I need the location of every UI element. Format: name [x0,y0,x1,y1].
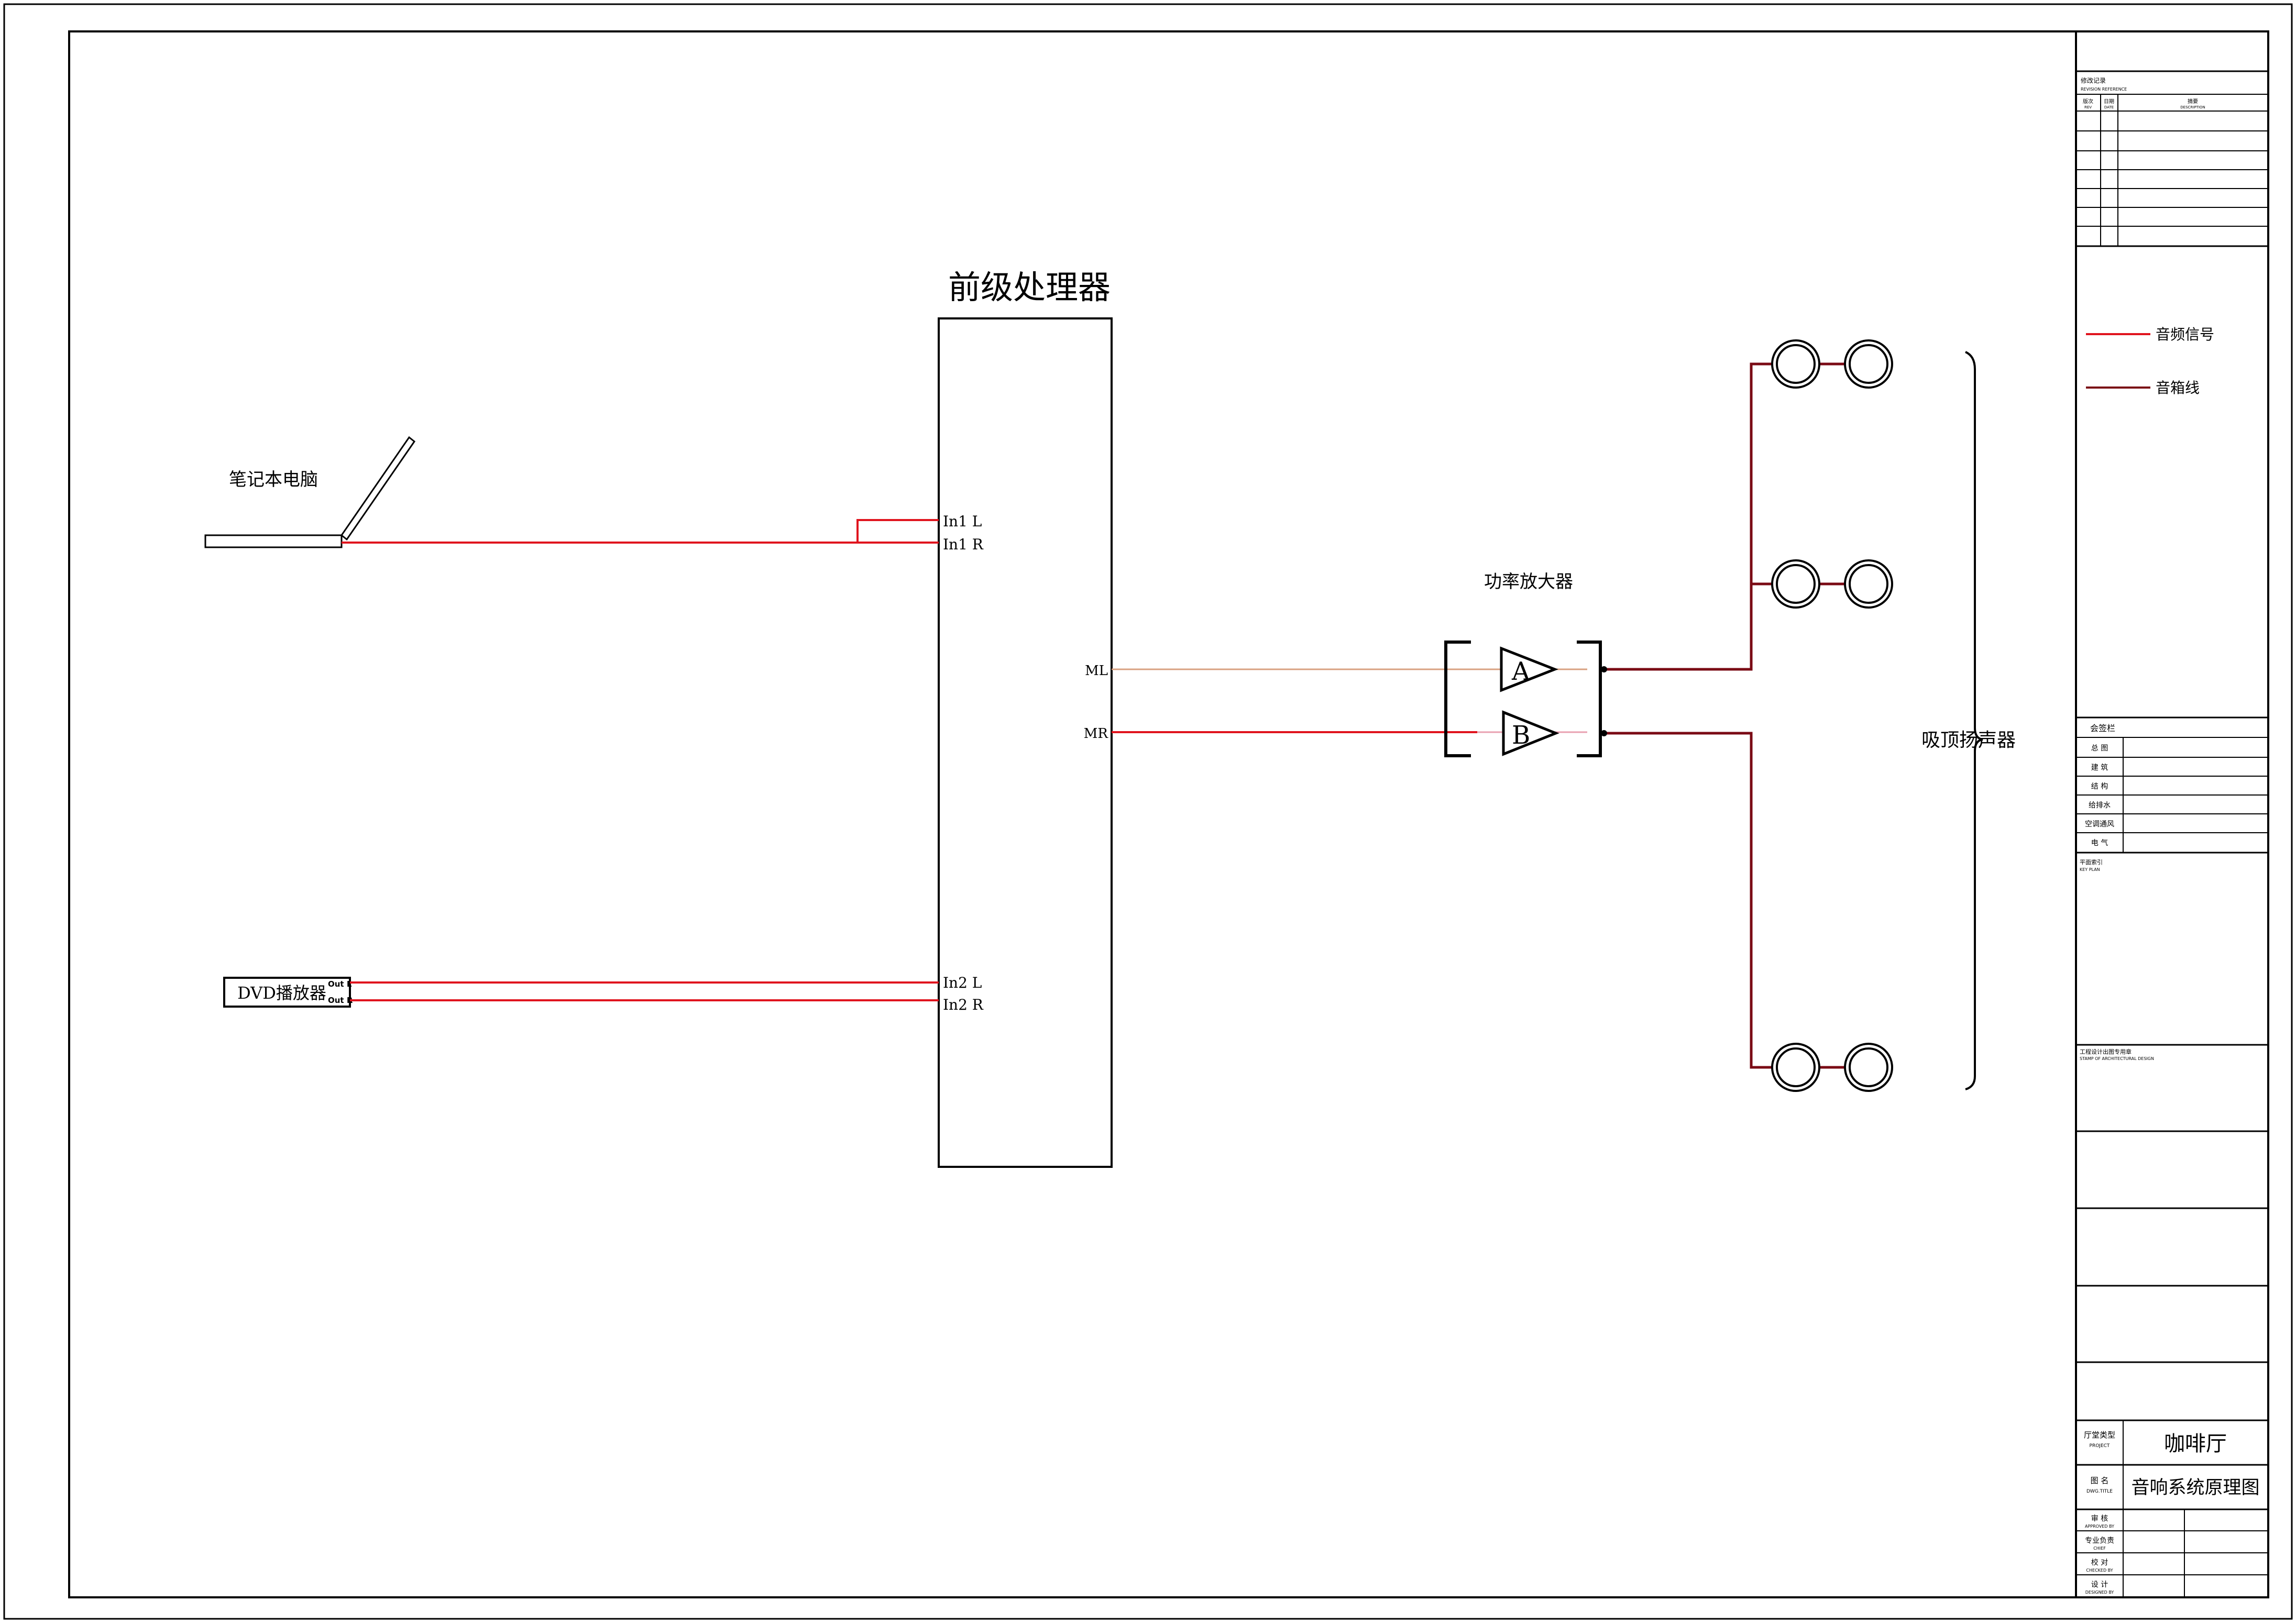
approved-label: 审 核 [2091,1515,2108,1523]
dvd-label: DVD播放器 [237,983,326,1003]
sign-row-general: 总 图 [2091,744,2108,753]
key-plan-label: 平面索引 [2080,858,2103,866]
processor-title: 前级处理器 [948,268,1111,306]
sign-row-electrical: 电 气 [2091,839,2108,847]
legend-speaker-label: 音箱线 [2156,379,2200,396]
sign-row-hvac: 空调通风 [2085,820,2114,829]
processor-box [938,317,1113,1168]
dvd-player-box [223,977,351,1008]
rev-col-date: 日期 [2104,98,2114,105]
legend: 音频信号 音箱线 [2086,326,2214,396]
drawing-label-en: DWG.TITLE [2086,1489,2113,1494]
amp-channel-b-label: B [1512,721,1530,750]
amp-brackets [1444,641,1602,757]
stamp-label-en: STAMP OF ARCHITECTURAL DESIGN [2080,1056,2154,1061]
port-mr: MR [1084,726,1109,742]
rev-col-description-en: DESCRIPTION [2180,105,2205,109]
laptop-label: 笔记本电脑 [229,469,318,490]
speakers-label: 吸顶扬声器 [1921,730,2016,751]
speaker-icon [1844,1043,1893,1092]
speaker-pair-3 [1771,1043,1893,1092]
rev-col-description: 摘要 [2188,98,2198,105]
drawing-frame [68,30,2269,1598]
sign-header: 会签栏 [2090,723,2115,733]
port-in2-r: In2 R [943,996,984,1013]
sign-row-plumbing: 给排水 [2089,801,2111,810]
revision-header: 修改记录 [2081,76,2106,84]
approved-label-en: APPROVED BY [2085,1524,2114,1529]
audio-signal-wires [342,519,939,1001]
stamp-label: 工程设计出图专用章 [2080,1048,2132,1055]
port-in2-l: In2 L [943,974,982,991]
port-in1-r: In1 R [943,536,984,553]
dvd-out-l: Out L [328,979,352,989]
rev-col-rev: 版次 [2083,98,2093,105]
rev-col-date-en: DATE [2104,105,2114,109]
project-label-en: PROJECT [2090,1443,2110,1449]
amp-label: 功率放大器 [1484,571,1573,592]
laptop-icon [204,436,416,548]
port-in1-l: In1 L [943,513,982,530]
speakers-brace [1965,351,1983,1090]
wire-laptop-in1l [856,519,939,543]
speaker-icon [1844,339,1893,389]
key-plan-label-en: KEY PLAN [2080,867,2100,872]
outer-frame [3,3,2293,1620]
speaker-icon [1844,559,1893,609]
revision-header-en: REVISION REFERENCE [2081,87,2127,92]
speaker-icon [1771,339,1820,389]
rev-col-rev-en: REV [2084,105,2092,109]
sign-row-architecture: 建 筑 [2091,764,2108,772]
chief-label-en: CHIEF [2093,1546,2106,1551]
project-value: 咖啡厅 [2164,1432,2227,1456]
checked-label-en: CHECKED BY [2086,1568,2113,1573]
amp-channel-a-triangle [1500,646,1558,692]
designed-label: 设 计 [2091,1581,2108,1589]
title-block [2075,31,2268,1597]
sign-row-structure: 结 构 [2091,782,2108,791]
amp-output-b-terminal [1601,730,1607,736]
legend-audio-label: 音频信号 [2156,326,2214,343]
checked-label: 校 对 [2091,1558,2108,1567]
speaker-wires [1604,362,1845,1069]
port-ml: ML [1085,663,1108,679]
speaker-pair-1 [1771,339,1893,389]
chief-label: 专业负责 [2085,1537,2114,1545]
drawing-value: 音响系统原理图 [2131,1477,2259,1498]
speaker-pair-2 [1771,559,1893,609]
amp-channel-a-label: A [1511,657,1531,686]
speaker-icon [1771,559,1820,609]
amp-output-a-terminal [1601,666,1607,672]
project-label: 厅堂类型 [2084,1430,2115,1440]
speaker-icon [1771,1043,1820,1092]
drawing-label: 图 名 [2091,1476,2109,1485]
amp-channel-b-triangle [1502,710,1559,756]
designed-label-en: DESIGNED BY [2085,1590,2114,1595]
dvd-out-r: Out R [328,996,353,1005]
